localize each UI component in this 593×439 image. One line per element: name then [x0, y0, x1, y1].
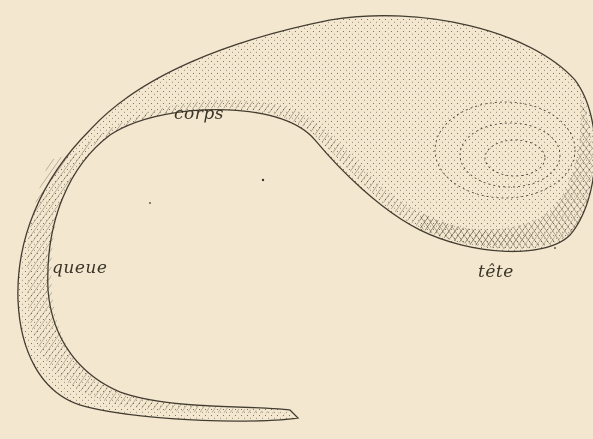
speck [554, 247, 556, 249]
label-queue: queue [52, 258, 107, 278]
speck [262, 179, 264, 181]
label-tete: tête [478, 262, 514, 282]
label-corps: corps [174, 104, 224, 124]
embryo-outline [18, 16, 593, 421]
speck [149, 202, 151, 204]
